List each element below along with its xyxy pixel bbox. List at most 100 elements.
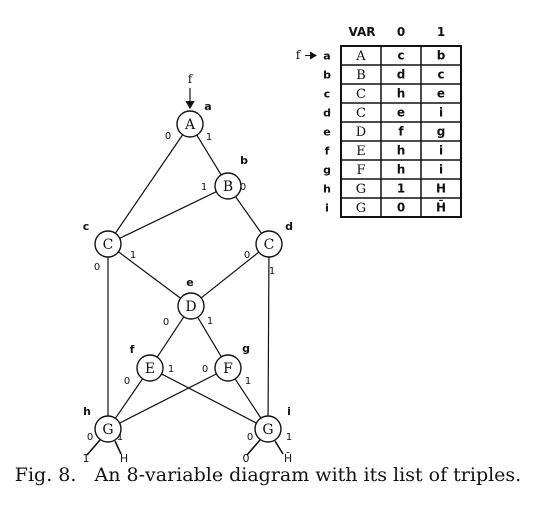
node-tag-a: a	[204, 100, 211, 113]
edge-b-d	[235, 196, 262, 234]
edge-label-g-h: 0	[202, 364, 208, 375]
cell-var: C	[356, 106, 366, 121]
node-var-e: D	[185, 299, 196, 315]
node-circle-e	[177, 292, 205, 320]
cell-one: b	[437, 49, 446, 63]
terminal-value-i-1: H̄	[284, 452, 292, 465]
cell-zero: e	[397, 106, 405, 120]
cell-var: D	[356, 125, 366, 140]
node-tag-g: g	[242, 342, 250, 355]
node-circle-d	[255, 230, 283, 258]
node-var-c: C	[103, 237, 114, 253]
cell-one: c	[437, 68, 444, 82]
edge-a-c	[114, 134, 184, 234]
edge-a-b	[196, 134, 222, 176]
edge-label-d-e: 0	[244, 250, 250, 261]
cell-var: B	[356, 68, 366, 83]
node-e: De	[177, 276, 205, 320]
cell-one: i	[439, 163, 443, 177]
edge-f-h	[114, 378, 144, 419]
cell-one: i	[439, 144, 443, 158]
cell-zero: h	[397, 87, 406, 101]
node-b: Bb	[214, 154, 248, 200]
row-label-i: i	[325, 202, 329, 215]
row-label-g: g	[323, 164, 331, 177]
edge-label-c-h: 0	[94, 262, 100, 273]
table-entry-label: f	[296, 48, 302, 62]
node-circle-c	[94, 230, 122, 258]
table-entry-pointer: f	[296, 48, 317, 62]
node-tag-f: f	[130, 343, 135, 356]
node-var-b: B	[223, 179, 233, 195]
terminal-value-h-1: H	[120, 452, 128, 465]
edge-label-g-i: 1	[245, 376, 251, 387]
edge-label-f-h: 0	[124, 376, 130, 387]
node-a: Aa	[176, 100, 212, 138]
entry-label: f	[188, 72, 194, 86]
cell-zero: 0	[397, 201, 405, 215]
table-header-var: VAR	[349, 25, 376, 39]
node-circle-h	[94, 415, 122, 443]
edge-b-c	[119, 191, 217, 239]
edge-label-e-g: 1	[207, 316, 213, 327]
cell-var: A	[355, 49, 366, 64]
row-label-e: e	[323, 126, 330, 139]
edge-f-i	[161, 373, 257, 424]
terminal-stub-i-1	[274, 440, 284, 455]
edge-label-a-c: 0	[165, 131, 171, 142]
terminal-branch-h-1: 1	[117, 432, 123, 443]
node-i: Gi	[254, 405, 291, 443]
cell-var: G	[356, 201, 366, 216]
cell-one: g	[437, 125, 446, 139]
terminal-value-i-0: 0	[243, 452, 250, 465]
row-label-a: a	[323, 50, 330, 63]
node-circle-f	[136, 354, 164, 382]
terminal-stub-h-1	[114, 440, 122, 455]
node-var-f: E	[145, 361, 155, 377]
cell-one: H̄	[436, 199, 446, 214]
cell-zero: c	[397, 49, 404, 63]
node-var-g: F	[223, 361, 233, 377]
table-grid	[340, 45, 462, 218]
edge-e-f	[156, 316, 185, 358]
figure-caption: Fig. 8. An 8-variable diagram with its l…	[0, 464, 536, 486]
cell-var: E	[356, 144, 366, 159]
node-var-d: C	[264, 237, 275, 253]
cell-one: H	[436, 182, 446, 196]
terminal-branch-h-0: 0	[87, 432, 93, 443]
table-row: i G 0 H̄	[325, 199, 446, 216]
edge-g-i	[234, 378, 262, 419]
row-label-c: c	[324, 88, 331, 101]
cell-zero: d	[397, 68, 406, 82]
row-label-b: b	[323, 69, 331, 82]
table-header: VAR 0 1	[349, 25, 446, 39]
cell-zero: f	[398, 125, 404, 139]
cell-zero: 1	[397, 182, 405, 196]
node-tag-e: e	[186, 276, 193, 289]
edge-label-e-f: 0	[163, 317, 169, 328]
edge-label-c-e: 1	[130, 250, 136, 261]
cell-zero: h	[397, 144, 406, 158]
cell-var: F	[356, 163, 365, 178]
terminal-branch-i-0: 0	[247, 432, 253, 443]
row-label-h: h	[323, 183, 331, 196]
row-label-f: f	[325, 145, 330, 158]
caption-fig-number: Fig. 8.	[14, 464, 77, 486]
node-f: Ef	[130, 343, 164, 382]
cell-zero: h	[397, 163, 406, 177]
edge-label-b-c: 1	[201, 182, 207, 193]
row-label-d: d	[323, 107, 331, 120]
node-var-a: A	[184, 117, 196, 133]
node-tag-h: h	[83, 405, 91, 418]
